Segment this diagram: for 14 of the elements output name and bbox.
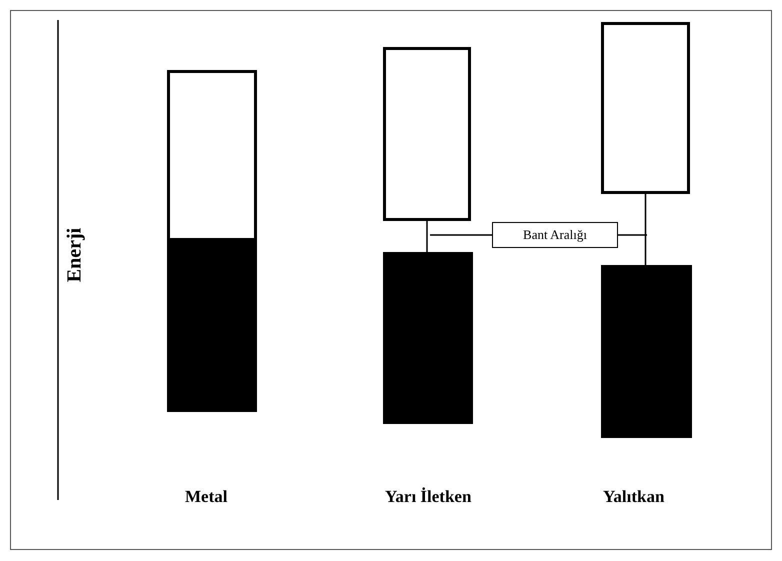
leader-line (430, 234, 492, 236)
callout-label: Bant Aralığı (492, 222, 618, 248)
column-label: Yalıtkan (603, 487, 664, 507)
filled-band (601, 265, 692, 438)
column-label: Yarı İletken (385, 487, 472, 507)
filled-band (383, 252, 473, 424)
leader-line (426, 221, 428, 252)
leader-line (618, 234, 647, 236)
filled-band (167, 240, 257, 412)
empty-band (383, 47, 471, 221)
leader-line (644, 194, 646, 265)
axis-label: Enerji (64, 228, 86, 282)
column-label: Metal (185, 487, 228, 507)
empty-band (601, 22, 690, 194)
